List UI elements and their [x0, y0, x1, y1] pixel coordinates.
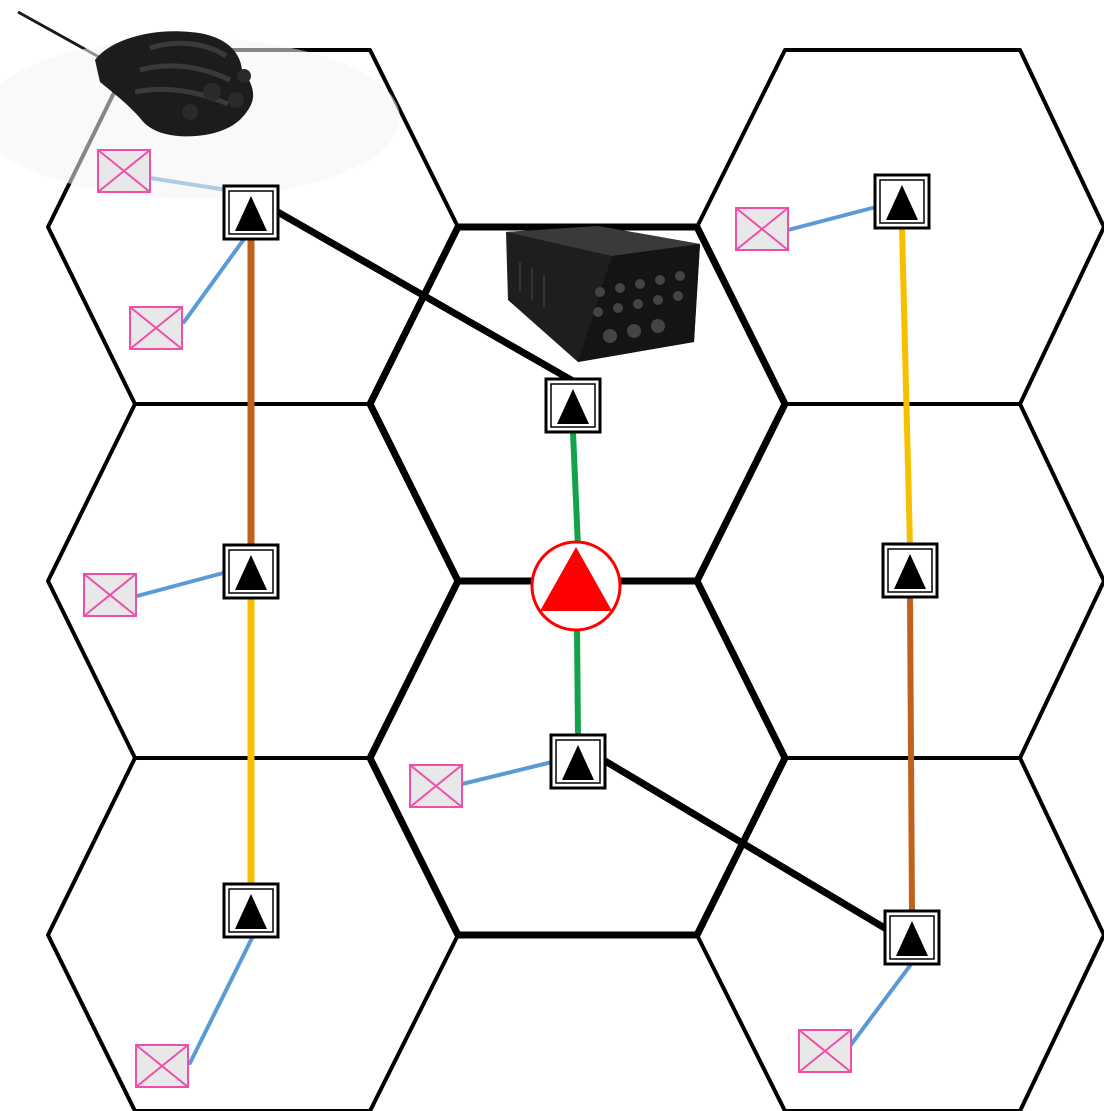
black-link — [586, 748, 897, 937]
drop-link — [135, 570, 229, 598]
pink-crossed-box-icon — [735, 207, 789, 251]
drop-link — [182, 226, 254, 324]
terminal-box-icon — [506, 226, 700, 362]
pink-crossed-box-icon — [409, 764, 463, 808]
black-triangle-node-icon — [549, 733, 607, 790]
hex-cell — [695, 756, 1104, 1111]
pink-crossed-box-icon — [798, 1029, 852, 1073]
black-link — [258, 199, 577, 385]
hex-grid — [46, 48, 1104, 1111]
drop-link — [786, 205, 878, 232]
green-link — [574, 624, 581, 740]
splice-closure-icon — [0, 10, 400, 198]
pink-crossed-box-icon — [83, 573, 137, 617]
black-triangle-node-icon — [881, 542, 939, 599]
black-triangle-node-icon — [222, 882, 280, 939]
drop-link — [460, 760, 554, 786]
pink-crossed-box-icon — [129, 306, 183, 350]
black-triangle-node-icon — [544, 377, 602, 434]
black-triangle-node-icon — [883, 909, 941, 966]
brown-link — [907, 593, 915, 915]
pink-crossed-box-icon — [97, 149, 151, 193]
pink-crossed-box-icon — [135, 1044, 189, 1088]
red-triangle-hub-icon — [530, 540, 622, 632]
yellow-link — [899, 225, 913, 549]
black-triangle-node-icon — [222, 543, 280, 600]
black-triangle-node-icon — [873, 173, 931, 230]
drop-link — [188, 936, 254, 1065]
drop-link — [848, 961, 914, 1048]
black-triangle-node-icon — [222, 184, 280, 241]
green-link — [570, 429, 581, 550]
